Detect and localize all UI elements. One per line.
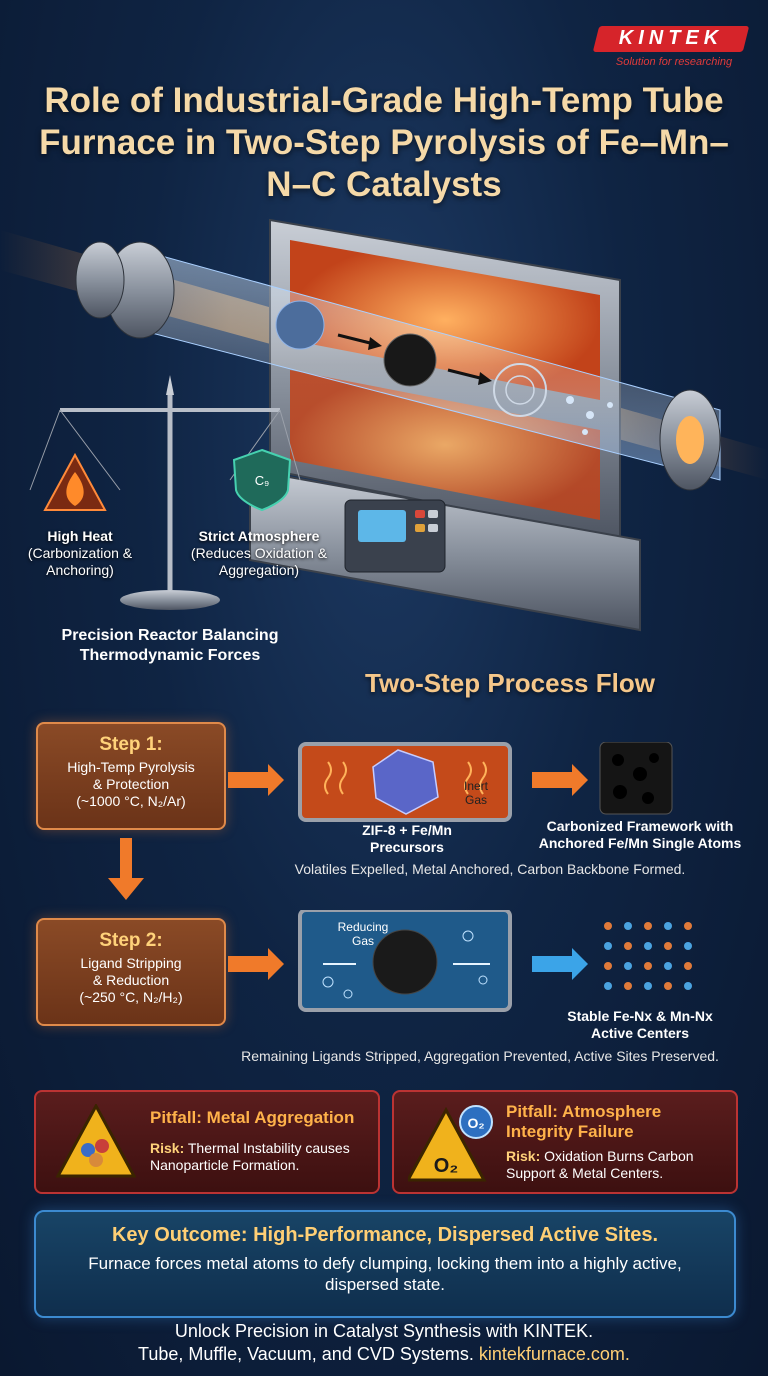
footer-line1: Unlock Precision in Catalyst Synthesis w… (174, 1321, 594, 1341)
process-heading: Two-Step Process Flow (365, 668, 655, 698)
arrow-right-icon (532, 948, 588, 980)
reducing-gas-label: Reducing Gas (337, 920, 389, 948)
arrow-down-icon (108, 838, 144, 900)
step1-output-caption: Carbonized Framework with Anchored Fe/Mn… (538, 818, 742, 851)
footer: Unlock Precision in Catalyst Synthesis w… (20, 1320, 748, 1366)
high-heat-label: High Heat (Carbonization & Anchoring) (20, 528, 140, 579)
inert-gas-label: Inert Gas (463, 779, 488, 807)
key-outcome-desc: Furnace forces metal atoms to defy clump… (88, 1254, 682, 1294)
key-outcome-card: Key Outcome: High-Performance, Dispersed… (34, 1210, 736, 1318)
strict-atmosphere-label: Strict Atmosphere (Reduces Oxidation & A… (184, 528, 334, 579)
svg-text:C₉: C₉ (255, 473, 270, 488)
step2-desc-1: Ligand Stripping (80, 955, 182, 971)
brand-logo-text: KINTEK (618, 27, 724, 49)
warning-aggregation-icon (56, 1104, 136, 1178)
shield-icon (232, 448, 292, 512)
balance-caption: Precision Reactor Balancing Thermodynami… (61, 627, 279, 664)
step2-output-caption: Stable Fe-Nx & Mn-Nx Active Centers (567, 1008, 713, 1041)
step1-input-caption: ZIF-8 + Fe/Mn Precursors (362, 822, 452, 855)
brand-tagline: Solution for researching (615, 56, 733, 68)
step1-note: Volatiles Expelled, Metal Anchored, Carb… (294, 861, 686, 877)
step1-desc-3: (~1000 °C, N₂/Ar) (76, 793, 186, 809)
high-heat-sub: (Carbonization & Anchoring) (27, 545, 133, 578)
footer-line2: Tube, Muffle, Vacuum, and CVD Systems. k… (138, 1344, 630, 1364)
step2-note: Remaining Ligands Stripped, Aggregation … (241, 1048, 719, 1064)
key-outcome-title: Key Outcome: High-Performance, Dispersed… (111, 1224, 659, 1246)
arrow-right-icon (532, 764, 588, 796)
step2-diagram (228, 910, 692, 1012)
pitfall-aggregation-card: Pitfall: Metal Aggregation Risk: Thermal… (34, 1090, 380, 1194)
page-title: Role of Industrial-Grade High-Temp Tube … (39, 81, 729, 204)
footer-url-link[interactable]: kintekfurnace.com. (478, 1344, 630, 1364)
pitfall-atmosphere-title: Pitfall: Atmosphere Integrity Failure (506, 1102, 662, 1141)
step2-desc-2: & Reduction (92, 972, 170, 988)
carbon-particle-icon (372, 929, 438, 995)
zif8-crystal-icon (372, 749, 439, 815)
step2-title: Step 2: (99, 930, 163, 951)
warning-oxygen-icon: O₂ O₂ (408, 1105, 493, 1182)
step2-box: Step 2: Ligand Stripping & Reduction (~2… (36, 918, 226, 1026)
svg-text:O₂: O₂ (467, 1115, 484, 1131)
tube-furnace-illustration: C₉ (0, 218, 768, 632)
pitfall-aggregation-title: Pitfall: Metal Aggregation (150, 1108, 355, 1127)
step1-desc-2: & Protection (92, 776, 170, 792)
arrow-right-icon (228, 948, 284, 980)
pitfall-atmosphere-card: O₂ O₂ Pitfall: Atmosphere Integrity Fail… (392, 1090, 738, 1194)
svg-text:O₂: O₂ (434, 1155, 458, 1177)
lattice-icon (604, 922, 692, 990)
step1-diagram (228, 742, 673, 822)
strict-atmosphere-sub: (Reduces Oxidation & Aggregation) (190, 545, 328, 578)
step1-box: Step 1: High-Temp Pyrolysis & Protection… (36, 722, 226, 830)
arrow-right-icon (228, 764, 284, 796)
strict-atmosphere-title: Strict Atmosphere (198, 528, 320, 544)
high-heat-title: High Heat (47, 528, 113, 544)
step1-title: Step 1: (99, 734, 163, 755)
step2-desc-3: (~250 °C, N₂/H₂) (79, 989, 183, 1005)
step1-desc-1: High-Temp Pyrolysis (67, 759, 195, 775)
